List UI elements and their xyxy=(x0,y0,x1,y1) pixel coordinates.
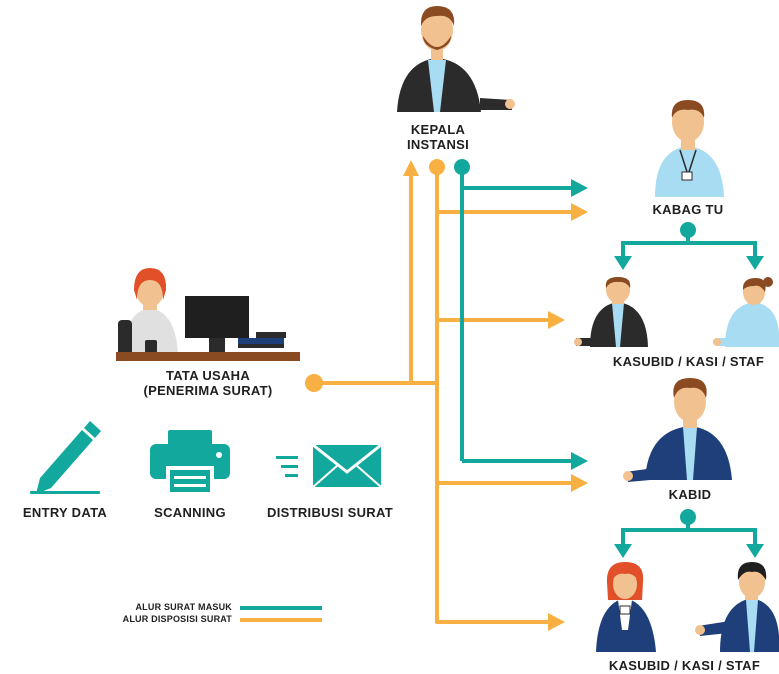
kasubid-top-male-figure xyxy=(574,277,648,347)
tata-usaha-label: TATA USAHA (PENERIMA SURAT) xyxy=(118,368,298,399)
legend-masuk-label: ALUR SURAT MASUK xyxy=(135,602,232,612)
kabid-distribution xyxy=(614,509,764,558)
teal-flow-lines xyxy=(460,170,573,463)
distribusi-surat-label: DISTRIBUSI SURAT xyxy=(267,505,393,520)
kasubid-bottom-label: KASUBID / KASI / STAF xyxy=(608,658,761,673)
kepala-instansi-label: KEPALA INSTANSI xyxy=(388,122,488,153)
kepala-teal-dot xyxy=(454,159,470,175)
orange-flow-lines xyxy=(312,170,575,624)
kasubid-bottom-male-figure xyxy=(695,562,779,652)
kasubid-top-female-figure xyxy=(713,277,779,347)
envelope-icon xyxy=(276,443,382,488)
kepala-instansi-figure xyxy=(397,6,515,112)
kabag-distribution xyxy=(614,222,764,270)
kabid-label: KABID xyxy=(668,487,712,502)
legend-disposisi-label: ALUR DISPOSISI SURAT xyxy=(122,614,232,624)
kepala-instansi-line2: INSTANSI xyxy=(406,136,470,152)
teal-arrowheads xyxy=(571,179,588,470)
tata-usaha-figure xyxy=(116,268,300,361)
scanning-label: SCANNING xyxy=(154,505,226,520)
pen-icon xyxy=(30,421,101,494)
kasubid-bottom-female-figure xyxy=(596,562,656,652)
kasubid-top-label: KASUBID / KASI / STAF xyxy=(612,354,765,369)
kabid-figure xyxy=(623,378,732,482)
tata-usaha-line2: (PENERIMA SURAT) xyxy=(143,382,273,398)
printer-icon xyxy=(150,430,230,494)
tata-usaha-line1: TATA USAHA xyxy=(165,368,251,383)
tata-usaha-origin-dot xyxy=(305,374,323,392)
entry-data-label: ENTRY DATA xyxy=(22,505,108,520)
orange-arrowheads xyxy=(403,160,588,631)
kabag-tu-label: KABAG TU xyxy=(652,202,724,217)
kabag-tu-figure xyxy=(655,100,724,197)
kepala-instansi-line1: KEPALA xyxy=(410,122,466,137)
kepala-orange-dot xyxy=(429,159,445,175)
